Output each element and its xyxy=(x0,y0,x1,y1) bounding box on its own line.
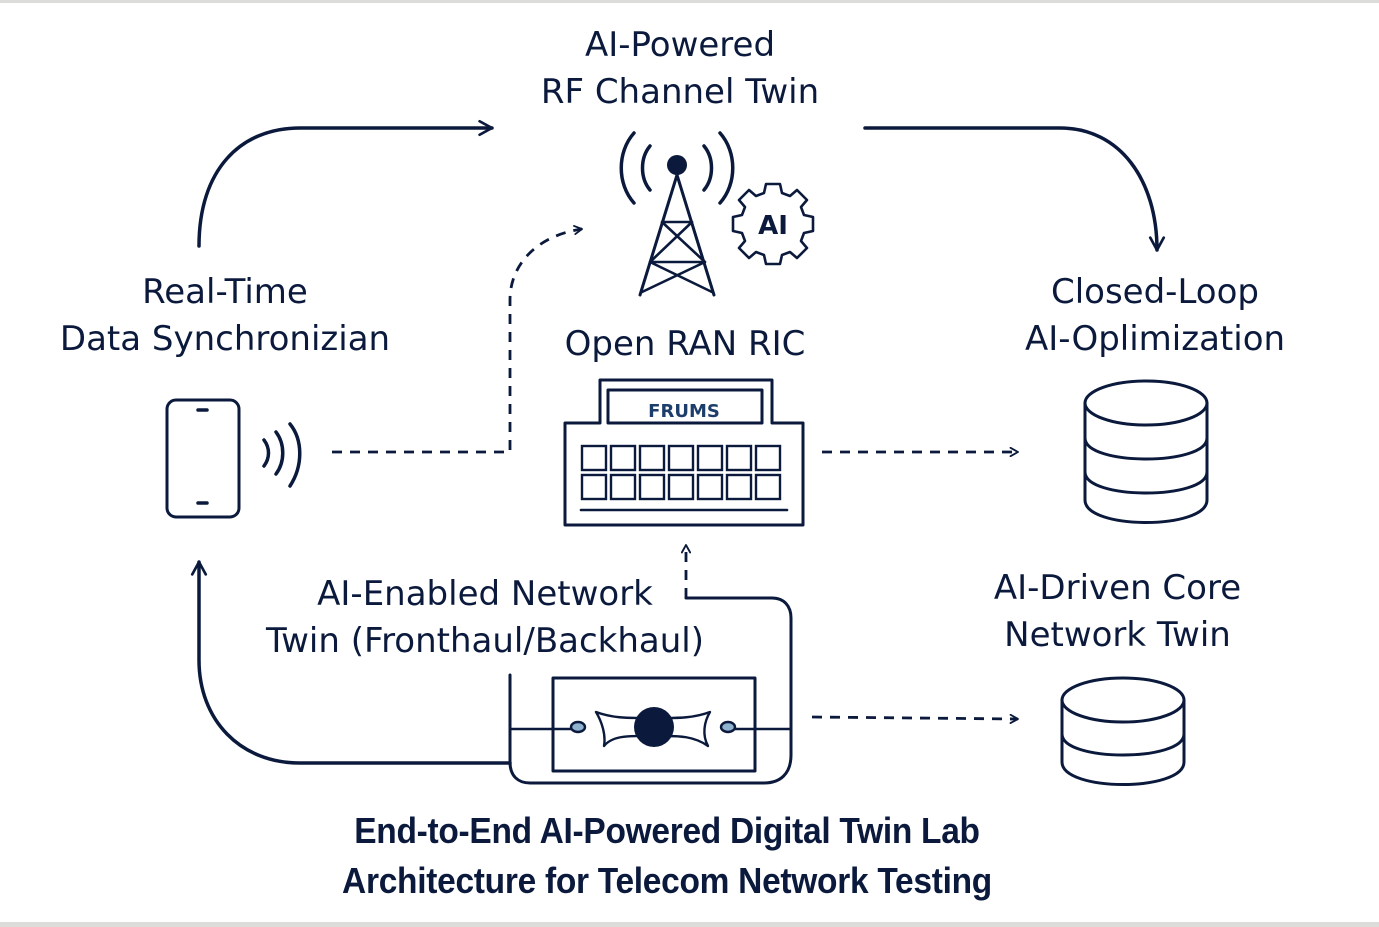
port-slot xyxy=(609,473,637,501)
label-rf-channel-twin: AI-Powered RF Channel Twin xyxy=(480,22,880,116)
label-network-twin: AI-Enabled Network Twin (Fronthaul/Backh… xyxy=(215,571,755,665)
bottom-border xyxy=(0,922,1379,927)
label-line: Data Synchronizian xyxy=(59,319,391,359)
port-slot xyxy=(696,444,724,472)
label-line: Twin (Fronthaul/Backhaul) xyxy=(265,621,705,661)
port-grid xyxy=(580,444,782,501)
label-line: RF Channel Twin xyxy=(540,72,820,112)
label-line: AI-Powered xyxy=(584,25,776,65)
database-icon-core xyxy=(1060,676,1186,786)
database-icon xyxy=(1083,379,1209,524)
port-slot xyxy=(754,444,782,472)
diagram-title: End-to-End AI-Powered Digital Twin Lab A… xyxy=(233,806,1102,906)
edge-sync-to-rf xyxy=(197,119,494,248)
title-line: Architecture for Telecom Network Testing xyxy=(342,860,992,901)
wireless-signal-icon xyxy=(619,131,735,205)
ai-badge-text: AI xyxy=(758,211,788,241)
label-ran-ric: Open RAN RIC xyxy=(520,321,850,368)
port-slot xyxy=(696,473,724,501)
port-slot xyxy=(667,444,695,472)
edge-network-to-core xyxy=(811,717,1018,719)
edge-sync-to-rf-dashed xyxy=(332,229,582,454)
port-slot xyxy=(754,473,782,501)
title-line: End-to-End AI-Powered Digital Twin Lab xyxy=(354,810,980,851)
smartphone-icon xyxy=(165,398,241,519)
port-slot xyxy=(580,473,608,501)
edge-rf-to-closed-loop xyxy=(863,126,1166,252)
device-label: FRUMS xyxy=(648,401,720,422)
label-line: Real-Time xyxy=(142,272,308,312)
label-line: AI-Enabled Network xyxy=(317,574,653,614)
port-slot xyxy=(667,473,695,501)
label-line: AI-Oplimization xyxy=(1024,319,1286,359)
port-slot xyxy=(638,473,666,501)
cell-tower-icon xyxy=(619,131,735,297)
edge-network-to-ric-solid xyxy=(508,596,793,785)
label-line: Network Twin xyxy=(1004,615,1231,655)
port-slot xyxy=(638,444,666,472)
label-line: AI-Driven Core xyxy=(993,568,1242,608)
port-slot xyxy=(725,473,753,501)
label-line: Open RAN RIC xyxy=(564,324,806,364)
wireless-signal-icon xyxy=(262,422,302,488)
server-rack-icon: FRUMS xyxy=(563,378,805,527)
network-link-icon xyxy=(508,676,793,773)
label-line: Closed-Loop xyxy=(1050,272,1259,312)
label-core-twin: AI-Driven Core Network Twin xyxy=(955,565,1280,659)
port-slot xyxy=(609,444,637,472)
label-closed-loop: Closed-Loop AI-Oplimization xyxy=(985,269,1325,363)
port-slot xyxy=(580,444,608,472)
label-data-sync: Real-Time Data Synchronizian xyxy=(20,269,430,363)
top-border xyxy=(0,0,1379,3)
port-slot xyxy=(725,444,753,472)
edge-network-to-sync xyxy=(190,560,512,765)
ai-gear-icon: AI xyxy=(731,182,815,266)
